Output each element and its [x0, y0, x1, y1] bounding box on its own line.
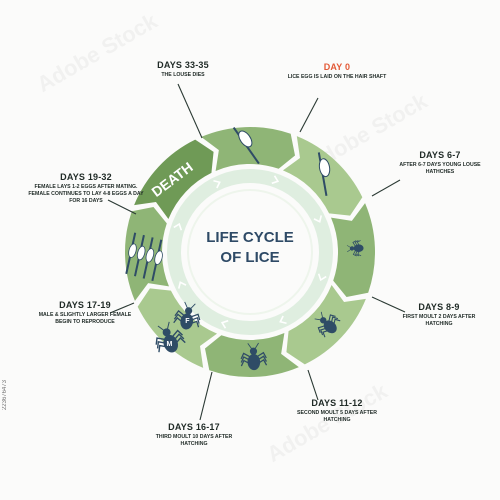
- female-mark: F: [185, 318, 190, 325]
- leader-line: [109, 302, 135, 314]
- flow-arrow-icon: [213, 179, 221, 189]
- stage-label-days-6-7: DAYS 6-7 AFTER 6-7 DAYS YOUNG LOUSE HATH…: [390, 150, 490, 176]
- ring-segment: [134, 139, 214, 220]
- leader-line: [371, 296, 406, 313]
- title-line-1: LIFE CYCLE: [206, 229, 294, 246]
- stage-label-days-17-19: DAYS 17-19 MALE & SLIGHTLY LARGER FEMALE…: [30, 300, 140, 326]
- stage-description: AFTER 6-7 DAYS YOUNG LOUSE HATHCHES: [399, 162, 481, 175]
- title-line-2: OF LICE: [220, 249, 280, 266]
- stage-description: FIRST MOULT 2 DAYS AFTER HATCHING: [402, 314, 476, 327]
- flow-arrow-icon: [271, 175, 280, 185]
- leader-line: [107, 199, 137, 215]
- stage-description: THIRD MOULT 10 DAYS AFTER HATCHING: [155, 434, 233, 447]
- inner-ring: [167, 169, 333, 335]
- stage-label-days-16-17: DAYS 16-17 THIRD MOULT 10 DAYS AFTER HAT…: [150, 422, 238, 448]
- male-mark: M: [166, 341, 172, 348]
- hatching-egg-icon: [317, 152, 331, 196]
- diagram-title: LIFE CYCLE OF LICE: [185, 228, 315, 268]
- nymph-large-icon: [240, 342, 268, 371]
- flow-arrow-icon: [220, 319, 229, 329]
- nymph-small-icon: [346, 240, 364, 257]
- stage-title: DAYS 19-32: [60, 172, 112, 182]
- stock-image-id: 223676473: [2, 380, 8, 411]
- flow-arrow-icon: [279, 315, 287, 325]
- stage-label-days-11-12: DAYS 11-12 SECOND MOULT 5 DAYS AFTER HAT…: [292, 398, 382, 424]
- female-louse-icon: [173, 301, 201, 330]
- stage-description: SECOND MOULT 5 DAYS AFTER HATCHING: [297, 410, 377, 423]
- nymph-medium-icon: [314, 311, 341, 338]
- flow-arrow-icon: [317, 273, 327, 282]
- eggs-laying-icon: [125, 232, 163, 282]
- stage-title: DAYS 17-19: [59, 300, 111, 310]
- stage-description: MALE & SLIGHTLY LARGER FEMALE BEGIN TO R…: [38, 312, 132, 325]
- center-disc: [187, 189, 313, 315]
- flow-arrow-icon: [173, 222, 183, 231]
- leader-line: [299, 97, 319, 133]
- male-louse-icon: [155, 321, 186, 353]
- flow-arrow-icon: [177, 281, 187, 289]
- stage-title: DAYS 16-17: [168, 422, 220, 432]
- stage-title: DAYS 8-9: [418, 302, 460, 312]
- stage-title: DAYS 33-35: [157, 60, 209, 70]
- stage-description: THE LOUSE DIES: [161, 72, 205, 78]
- flow-arrow-icon: [313, 215, 323, 223]
- ring-segment: [137, 288, 218, 368]
- stage-description: LICE EGG IS LAID ON THE HAIR SHAFT: [287, 74, 387, 80]
- stage-label-days-8-9: DAYS 8-9 FIRST MOULT 2 DAYS AFTER HATCHI…: [398, 302, 480, 328]
- stage-title: DAYS 11-12: [311, 398, 363, 408]
- stage-label-days-33-35: DAYS 33-35 THE LOUSE DIES: [138, 60, 228, 79]
- stage-description: FEMALE LAYS 1-2 EGGS AFTER MATING. FEMAL…: [28, 184, 144, 204]
- leader-line: [307, 369, 319, 401]
- stage-label-day-0: DAY 0 LICE EGG IS LAID ON THE HAIR SHAFT: [282, 62, 392, 81]
- leader-line: [371, 179, 401, 197]
- egg-on-hair-icon: [232, 126, 260, 165]
- stage-title: DAY 0: [323, 62, 351, 72]
- stage-label-days-19-32: DAYS 19-32 FEMALE LAYS 1-2 EGGS AFTER MA…: [28, 172, 144, 205]
- leader-line: [199, 371, 213, 421]
- stage-title: DAYS 6-7: [419, 150, 461, 160]
- leader-line: [177, 83, 203, 139]
